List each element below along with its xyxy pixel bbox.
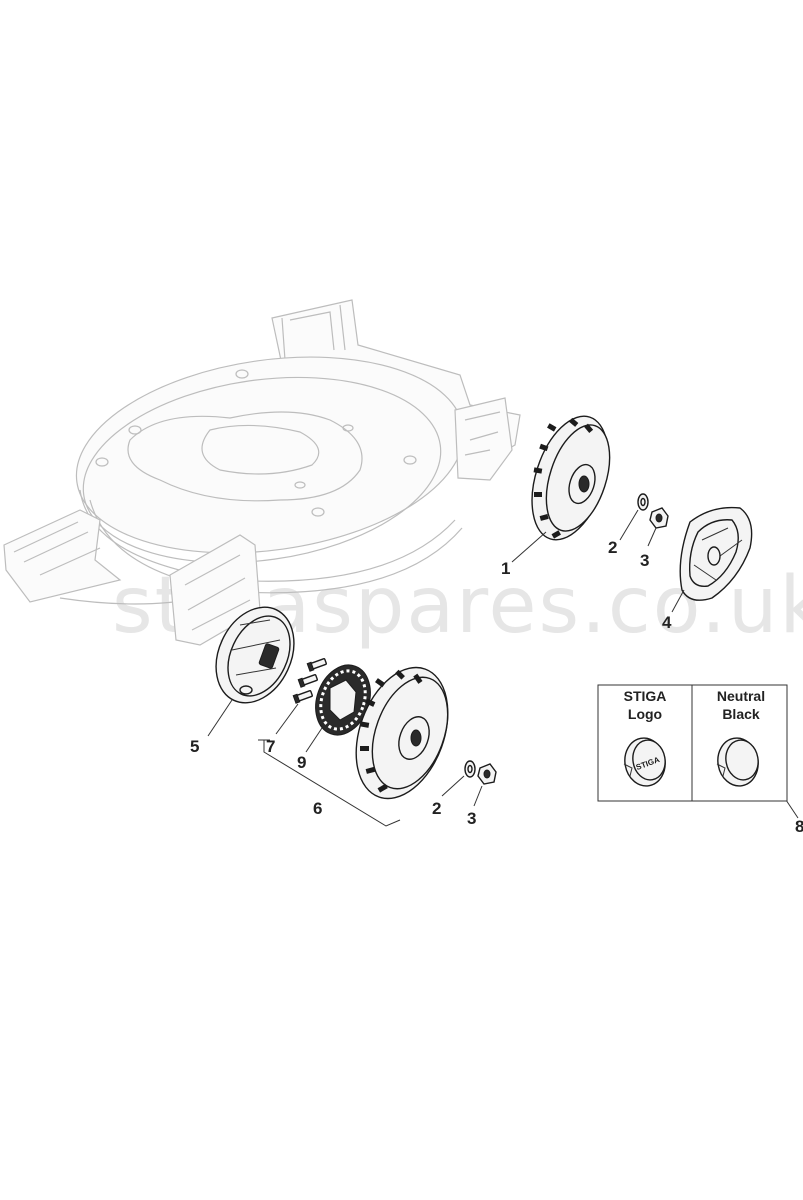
callout-5: 5 bbox=[190, 737, 199, 756]
nut-upper bbox=[649, 507, 669, 529]
rear-wheel bbox=[531, 415, 611, 541]
gear-ring bbox=[315, 664, 371, 736]
hub-cap-variant-box: STIGA Logo Neutral Black STIGA bbox=[597, 684, 788, 802]
variant-left-line2: Logo bbox=[628, 706, 662, 722]
rear-hub-cover bbox=[679, 506, 753, 601]
variant-left-line1: STIGA bbox=[624, 688, 667, 704]
callout-8: 8 bbox=[795, 817, 803, 836]
nut-lower bbox=[477, 763, 497, 785]
variant-right-line2: Black bbox=[722, 706, 760, 722]
callout-2-upper: 2 bbox=[608, 538, 617, 557]
callout-3-lower: 3 bbox=[467, 809, 476, 828]
callout-6: 6 bbox=[313, 799, 322, 818]
callout-1: 1 bbox=[501, 559, 510, 578]
callout-2-lower: 2 bbox=[432, 799, 441, 818]
leader-lines bbox=[207, 509, 799, 827]
screws bbox=[292, 658, 327, 704]
front-hub-cover bbox=[215, 606, 295, 704]
callout-numbers: 1 2 3 4 5 6 7 9 2 3 8 bbox=[190, 538, 803, 836]
mower-deck bbox=[3, 299, 521, 646]
washer-lower bbox=[464, 760, 476, 778]
callout-7: 7 bbox=[266, 737, 275, 756]
front-wheel bbox=[355, 666, 449, 800]
variant-right-line1: Neutral bbox=[717, 688, 765, 704]
callout-4: 4 bbox=[662, 613, 672, 632]
callout-3-upper: 3 bbox=[640, 551, 649, 570]
stiga-logo-hub-cap: STIGA bbox=[623, 737, 666, 787]
washer-upper bbox=[637, 493, 649, 511]
callout-9: 9 bbox=[297, 753, 306, 772]
neutral-black-hub-cap bbox=[716, 737, 759, 787]
